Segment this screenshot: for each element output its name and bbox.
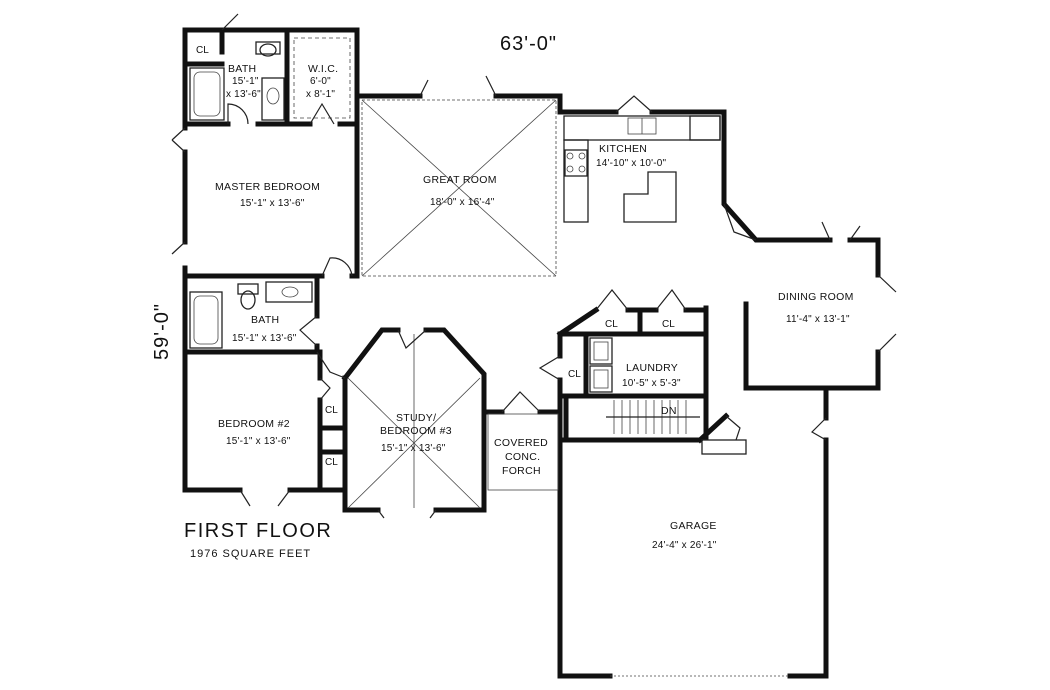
bedroom2-dim: 15'-1" x 13'-6" <box>226 436 291 447</box>
cl-top-right-label: CL <box>662 319 675 330</box>
floor-title: FIRST FLOOR <box>184 520 332 542</box>
master-bath-name: BATH <box>228 63 256 75</box>
master-bedroom-name: MASTER BEDROOM <box>215 181 320 193</box>
porch-line3: FORCH <box>502 465 541 477</box>
bedroom2-name: BEDROOM #2 <box>218 418 290 430</box>
floor-subtitle: 1976 SQUARE FEET <box>190 548 311 560</box>
kitchen-dim: 14'-10" x 10'-0" <box>596 158 667 169</box>
laundry-dim: 10'-5" x 5'-3" <box>622 378 681 389</box>
fixtures <box>189 37 790 677</box>
dining-room-name: DINING ROOM <box>778 291 854 303</box>
great-room-dim: 18'-0" x 16'-4" <box>430 197 495 208</box>
cl-laundry-label: CL <box>568 369 581 380</box>
dining-room-dim: 11'-4" x 13'-1" <box>786 314 850 325</box>
study-name2: BEDROOM #3 <box>380 425 452 437</box>
bath2-dim: 15'-1" x 13'-6" <box>232 333 297 344</box>
doors <box>171 13 897 519</box>
room-labels: 63'-0" 59'-0" CL BATH 15'-1" x 13'-6" W.… <box>151 33 854 560</box>
master-bath-dim2: x 13'-6" <box>226 89 261 100</box>
master-bedroom-dim: 15'-1" x 13'-6" <box>240 198 305 209</box>
cl-bed2-bottom-label: CL <box>325 457 338 468</box>
stair-treads <box>606 400 700 434</box>
wic-name: W.I.C. <box>308 63 338 75</box>
cl-bed2-top-label: CL <box>325 405 338 416</box>
garage-dim: 24'-4" x 26'-1" <box>652 540 717 551</box>
overall-width-dim: 63'-0" <box>500 33 557 55</box>
laundry-name: LAUNDRY <box>626 362 678 374</box>
walls <box>182 27 881 679</box>
kitchen-name: KITCHEN <box>599 143 647 155</box>
great-room-name: GREAT ROOM <box>423 174 497 186</box>
study-dim: 15'-1" x 13'-6" <box>381 443 446 454</box>
wic-dim2: x 8'-1" <box>306 89 335 100</box>
master-bath-dim1: 15'-1" <box>232 76 259 87</box>
porch-line1: COVERED <box>494 437 548 449</box>
porch-line2: CONC. <box>505 451 540 463</box>
master-cl-label: CL <box>196 45 209 56</box>
garage-name: GARAGE <box>670 520 717 532</box>
cl-top-left-label: CL <box>605 319 618 330</box>
wic-dim1: 6'-0" <box>310 76 331 87</box>
stairs-dn-label: DN <box>661 405 677 417</box>
overall-depth-dim: 59'-0" <box>151 303 173 360</box>
bath2-name: BATH <box>251 314 279 326</box>
study-name1: STUDY/ <box>396 412 436 424</box>
